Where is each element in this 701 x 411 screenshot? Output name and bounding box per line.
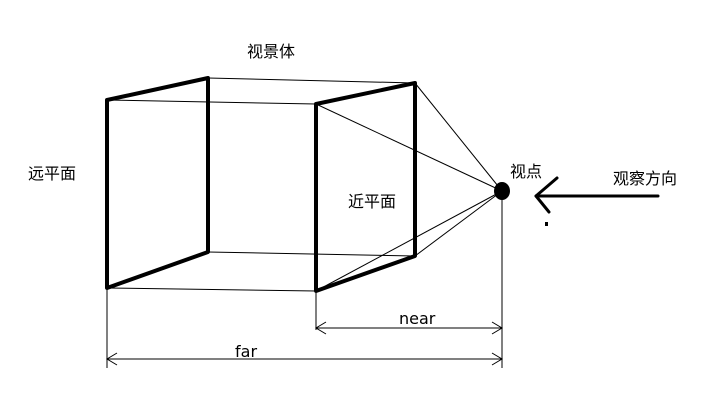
far-plane-label: 远平面: [28, 164, 77, 183]
edge-top-back: [207, 77, 416, 84]
proj-line-1: [315, 103, 503, 192]
near-dimension-line: [315, 321, 503, 335]
frustum-edges: [106, 77, 416, 292]
proj-line-4: [315, 190, 503, 292]
edge-top-front: [106, 99, 317, 105]
projection-lines: [315, 82, 503, 292]
proj-line-3: [414, 190, 503, 257]
near-plane-label: 近平面: [348, 192, 397, 211]
viewpoint-dot: [494, 182, 510, 200]
stray-dot: [545, 222, 548, 226]
far-plane-outline: [105, 76, 210, 290]
measure-extension-lines: [106, 198, 503, 368]
viewpoint-label: 视点: [510, 162, 543, 181]
far-dimension-label: far: [235, 342, 258, 361]
near-plane-outline: [314, 81, 417, 293]
near-dimension-label: near: [399, 309, 436, 328]
view-direction-label: 观察方向: [613, 169, 678, 188]
view-direction-arrow: [534, 176, 660, 214]
far-dimension-line: [106, 352, 503, 366]
proj-line-2: [414, 82, 503, 192]
frustum-label: 视景体: [247, 42, 296, 61]
edge-bottom-front: [106, 287, 317, 292]
edge-bottom-back: [207, 251, 416, 257]
